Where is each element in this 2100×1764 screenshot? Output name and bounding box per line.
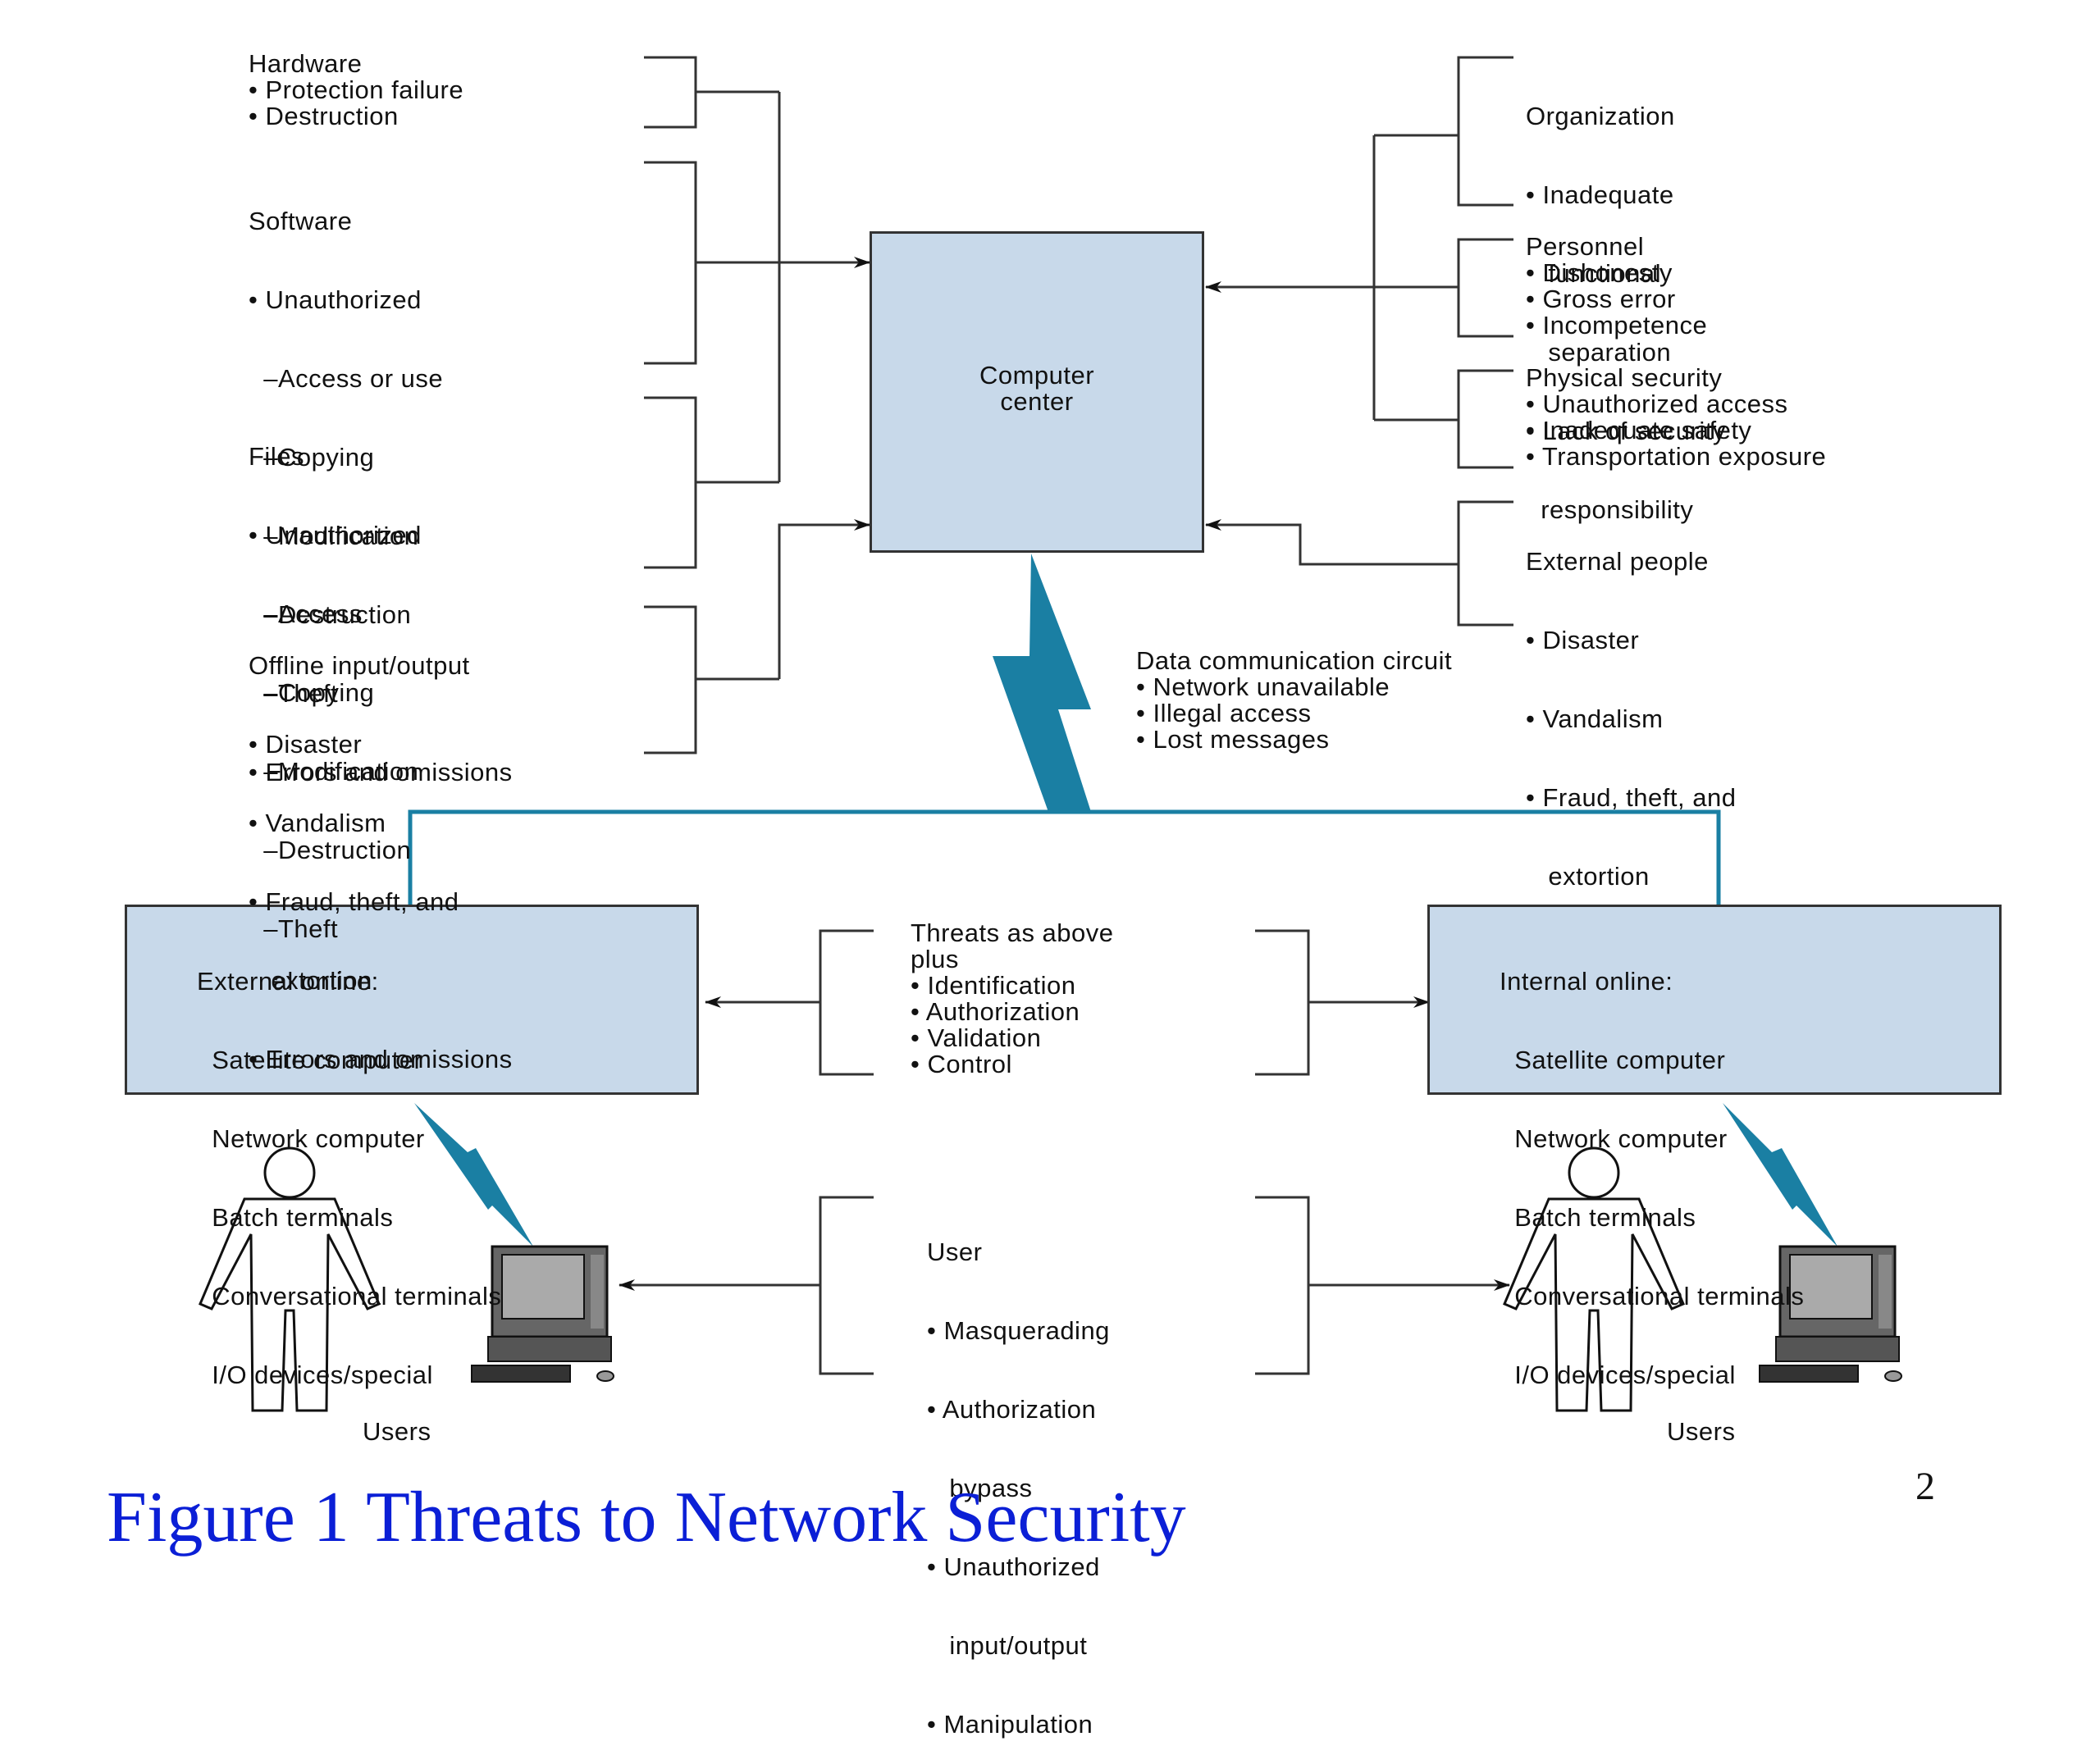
network-link-line: [408, 809, 1721, 909]
external-people-threats-list: External people • Disaster • Vandalism •…: [1526, 547, 1737, 891]
external-online-list: External online: Satellite computer Netw…: [197, 967, 502, 1389]
bracket-physical: [1374, 369, 1513, 469]
lightning-bolt-icon: [993, 554, 1091, 812]
diagram-canvas: [199, 56, 1902, 1412]
computer-center-label: Computer center: [979, 361, 1095, 416]
data-communication-threats-list: Data communication circuit • Network una…: [1136, 646, 1453, 754]
left-connector-lines: [778, 92, 870, 679]
page-number: 2: [1915, 1465, 1935, 1508]
bracket-software: [644, 161, 870, 365]
software-threats-list: Software • Unauthorized –Access or use –…: [249, 207, 513, 786]
bracket-threats-above: [705, 929, 1430, 1076]
bracket-hardware: [644, 56, 779, 129]
user-threats-list: User • Masquerading • Authorization bypa…: [927, 1238, 1110, 1739]
lightning-bolt-icon: [1723, 1103, 1838, 1247]
bracket-user-threats: [619, 1196, 1510, 1375]
organization-threats-list: Organization • Inadequate functional sep…: [1526, 102, 1726, 524]
users-left-label: Users: [363, 1417, 431, 1446]
bracket-offline: [644, 605, 779, 754]
files-threats-list: Files • Unauthorized –Access –Copying –M…: [249, 442, 422, 943]
physical-security-threats-list: Physical security • Unauthorized access …: [1526, 363, 1827, 471]
internal-online-list: Internal online: Satellite computer Netw…: [1500, 967, 1805, 1389]
figure-caption: Figure 1 Threats to Network Security: [107, 1478, 1186, 1557]
threats-as-above-list: Threats as above plus • Identification •…: [911, 918, 1114, 1078]
hardware-threats-list: Hardware • Protection failure • Destruct…: [249, 49, 464, 130]
personnel-threats-list: Personnel • Dishonesty • Gross error • I…: [1526, 232, 1708, 340]
offline-io-threats-list: Offline input/output • Disaster • Vandal…: [249, 651, 513, 1073]
bracket-organization: [1374, 56, 1513, 207]
internal-online-box: [1427, 905, 2002, 1095]
lightning-bolt-icon: [414, 1103, 533, 1247]
person-outline-icon: [199, 1146, 381, 1412]
external-online-box: [125, 905, 699, 1095]
computer-center-box: [870, 231, 1204, 553]
desktop-computer-icon: [1759, 1245, 1902, 1383]
bracket-personnel: [1205, 238, 1513, 338]
users-right-label: Users: [1667, 1417, 1736, 1446]
right-connector-lines: [1205, 135, 1513, 627]
desktop-computer-icon: [471, 1245, 614, 1383]
person-outline-icon: [1503, 1146, 1685, 1412]
bracket-files: [644, 396, 779, 569]
